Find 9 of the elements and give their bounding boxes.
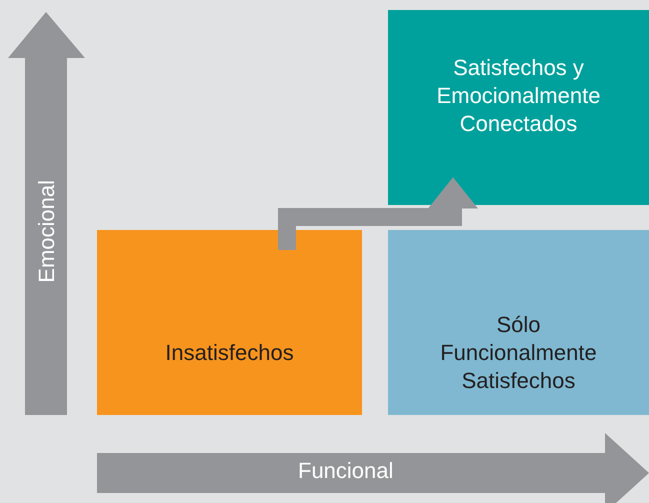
quadrant-box xyxy=(388,10,649,205)
quadrant-label: Sólo Funcionalmente Satisfechos xyxy=(439,310,598,394)
quadrant-box xyxy=(388,230,649,415)
axis-label: Emocional xyxy=(34,180,60,283)
axis-label: Funcional xyxy=(298,458,394,484)
quadrant-label: Satisfechos y Emocionalmente Conectados xyxy=(436,54,602,138)
quadrant-box xyxy=(97,230,362,415)
quadrant-label: Insatisfechos xyxy=(165,338,294,366)
arrow xyxy=(278,177,478,250)
